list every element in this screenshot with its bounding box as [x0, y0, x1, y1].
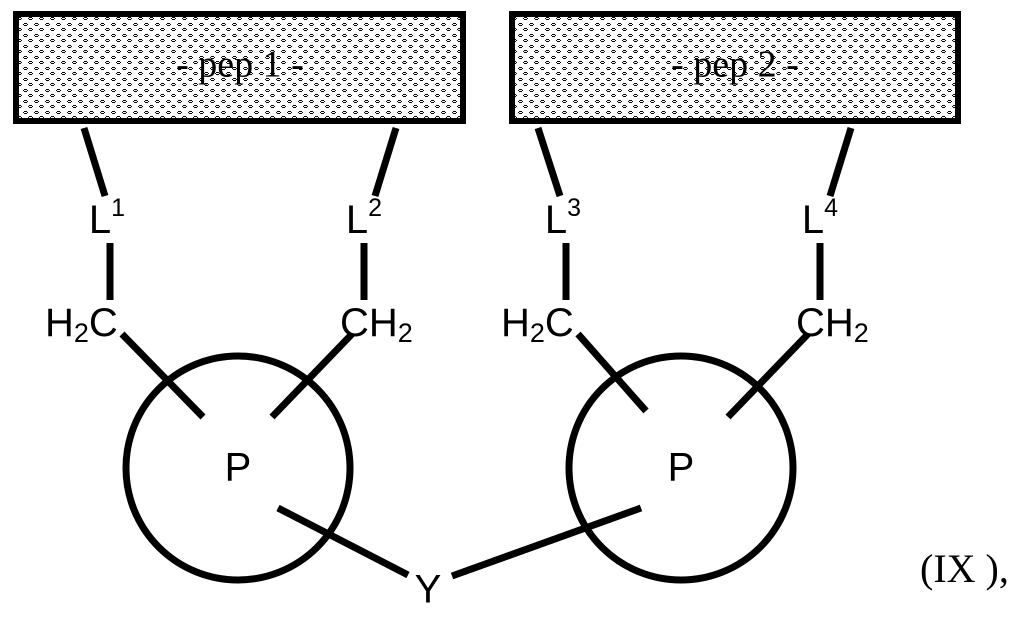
methylene-3-suffix: C: [545, 301, 574, 345]
linker-label-L2: L2: [346, 194, 382, 242]
linker-L1-base: L: [89, 198, 111, 242]
linker-L2-index: 2: [368, 194, 382, 222]
methylene-4-sub: 2: [854, 318, 869, 348]
bond-box1-to-L1: [80, 126, 109, 198]
peptide-box-1-label: - pep 1 -: [176, 44, 304, 86]
methylene-3-sub: 2: [530, 318, 545, 348]
methylene-label-3: H2C: [501, 301, 574, 349]
bond-ch2-3-to-p-right: [575, 331, 649, 414]
methylene-label-2: CH2: [340, 301, 413, 349]
phosphorus-circle-left: [122, 352, 354, 584]
bond-box2-to-L4: [826, 126, 855, 198]
peptide-box-1: [13, 11, 466, 124]
linker-L3-index: 3: [567, 194, 581, 222]
methylene-label-4: CH2: [796, 301, 869, 349]
methylene-2-sub: 2: [398, 318, 413, 348]
methylene-1-sub: 2: [74, 318, 89, 348]
peptide-box-2: [509, 11, 961, 124]
bond-ch2-2-to-p-left: [269, 331, 355, 420]
methylene-2-suffix: H: [369, 301, 398, 345]
bond-box2-to-L3: [534, 126, 564, 198]
methylene-1-prefix: H: [45, 301, 74, 345]
bond-ch2-4-to-p-right: [725, 331, 811, 420]
linker-label-L4: L4: [802, 194, 838, 242]
bond-box1-to-L2: [371, 126, 400, 198]
formula-number-label: (IX ),: [920, 546, 1009, 591]
bond-p-left-to-y: [276, 504, 410, 579]
methylene-1-suffix: C: [89, 301, 118, 345]
linker-label-L3: L3: [545, 194, 581, 242]
linker-L1-index: 1: [111, 194, 125, 222]
linker-L4-base: L: [802, 198, 824, 242]
phosphorus-label-right: P: [668, 446, 695, 490]
peptide-box-2-label: - pep 2 -: [671, 44, 799, 86]
phosphorus-circle-right: [565, 352, 797, 584]
linker-L4-index: 4: [824, 194, 838, 222]
linker-label-L1: L1: [89, 194, 125, 242]
bridge-label-y: Y: [415, 568, 442, 612]
bond-p-right-to-y: [450, 504, 643, 580]
phosphorus-label-left: P: [225, 446, 252, 490]
methylene-3-prefix: H: [501, 301, 530, 345]
bond-ch2-1-to-p-left: [119, 331, 206, 420]
linker-L3-base: L: [545, 198, 567, 242]
methylene-label-1: H2C: [45, 301, 118, 349]
methylene-4-suffix: H: [825, 301, 854, 345]
linker-L2-base: L: [346, 198, 368, 242]
